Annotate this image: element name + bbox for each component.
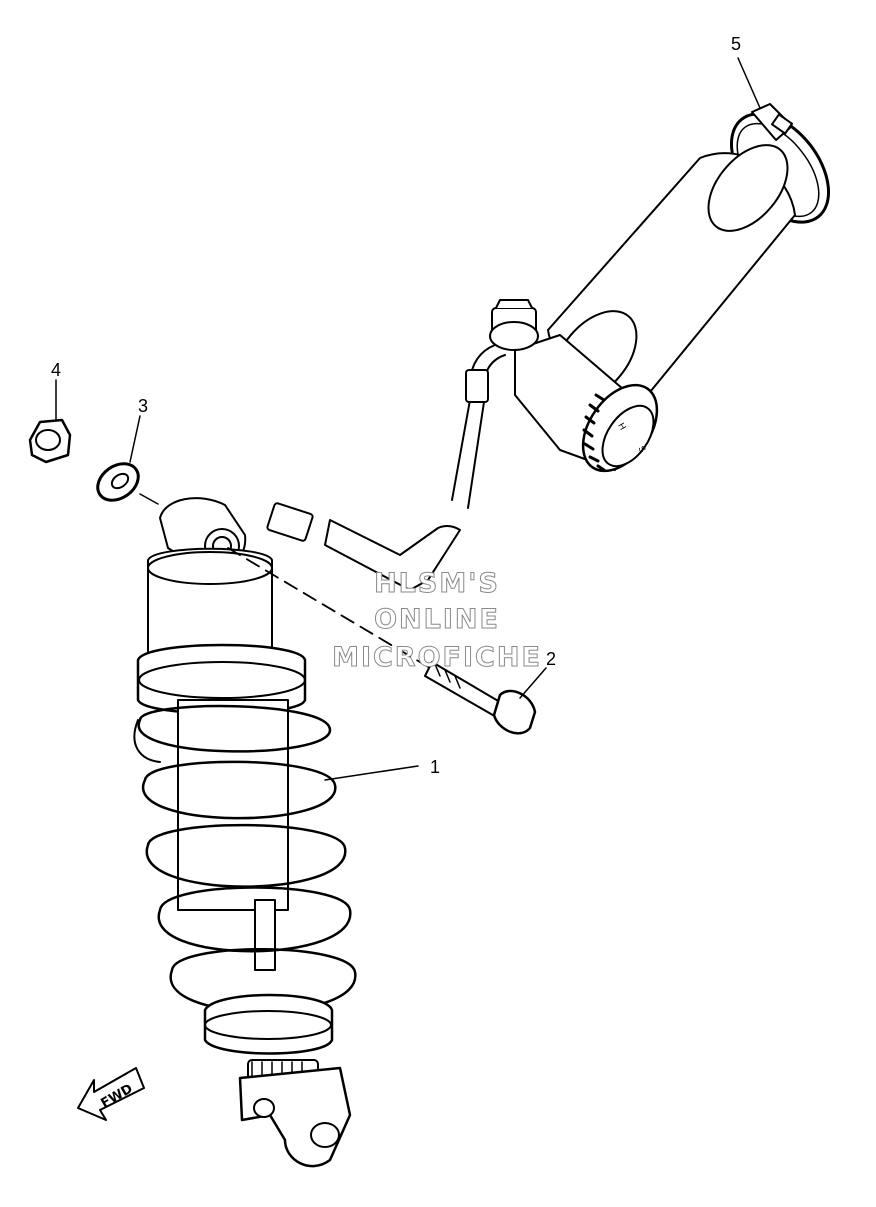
watermark-line-1: HLSM'S bbox=[374, 568, 500, 600]
watermark-line-2: ONLINE bbox=[374, 604, 500, 636]
reservoir-s-marking: S bbox=[636, 444, 648, 454]
callout-4: 4 bbox=[51, 360, 61, 380]
callout-2: 2 bbox=[546, 649, 556, 669]
bolt bbox=[227, 547, 537, 735]
reservoir: H S bbox=[489, 144, 796, 473]
leader-lines bbox=[55, 57, 761, 781]
callout-3: 3 bbox=[138, 396, 148, 416]
callout-5: 5 bbox=[731, 34, 741, 54]
shock-absorber bbox=[133, 497, 357, 1168]
fwd-arrow: FWD bbox=[77, 1067, 145, 1121]
washer bbox=[96, 462, 159, 505]
nut bbox=[28, 418, 72, 464]
reservoir-hose bbox=[266, 344, 506, 591]
watermark-line-3: MICROFICHE bbox=[332, 642, 542, 674]
reservoir-h-marking: H bbox=[616, 421, 628, 432]
callout-1: 1 bbox=[430, 757, 440, 777]
reservoir-band bbox=[729, 103, 831, 224]
